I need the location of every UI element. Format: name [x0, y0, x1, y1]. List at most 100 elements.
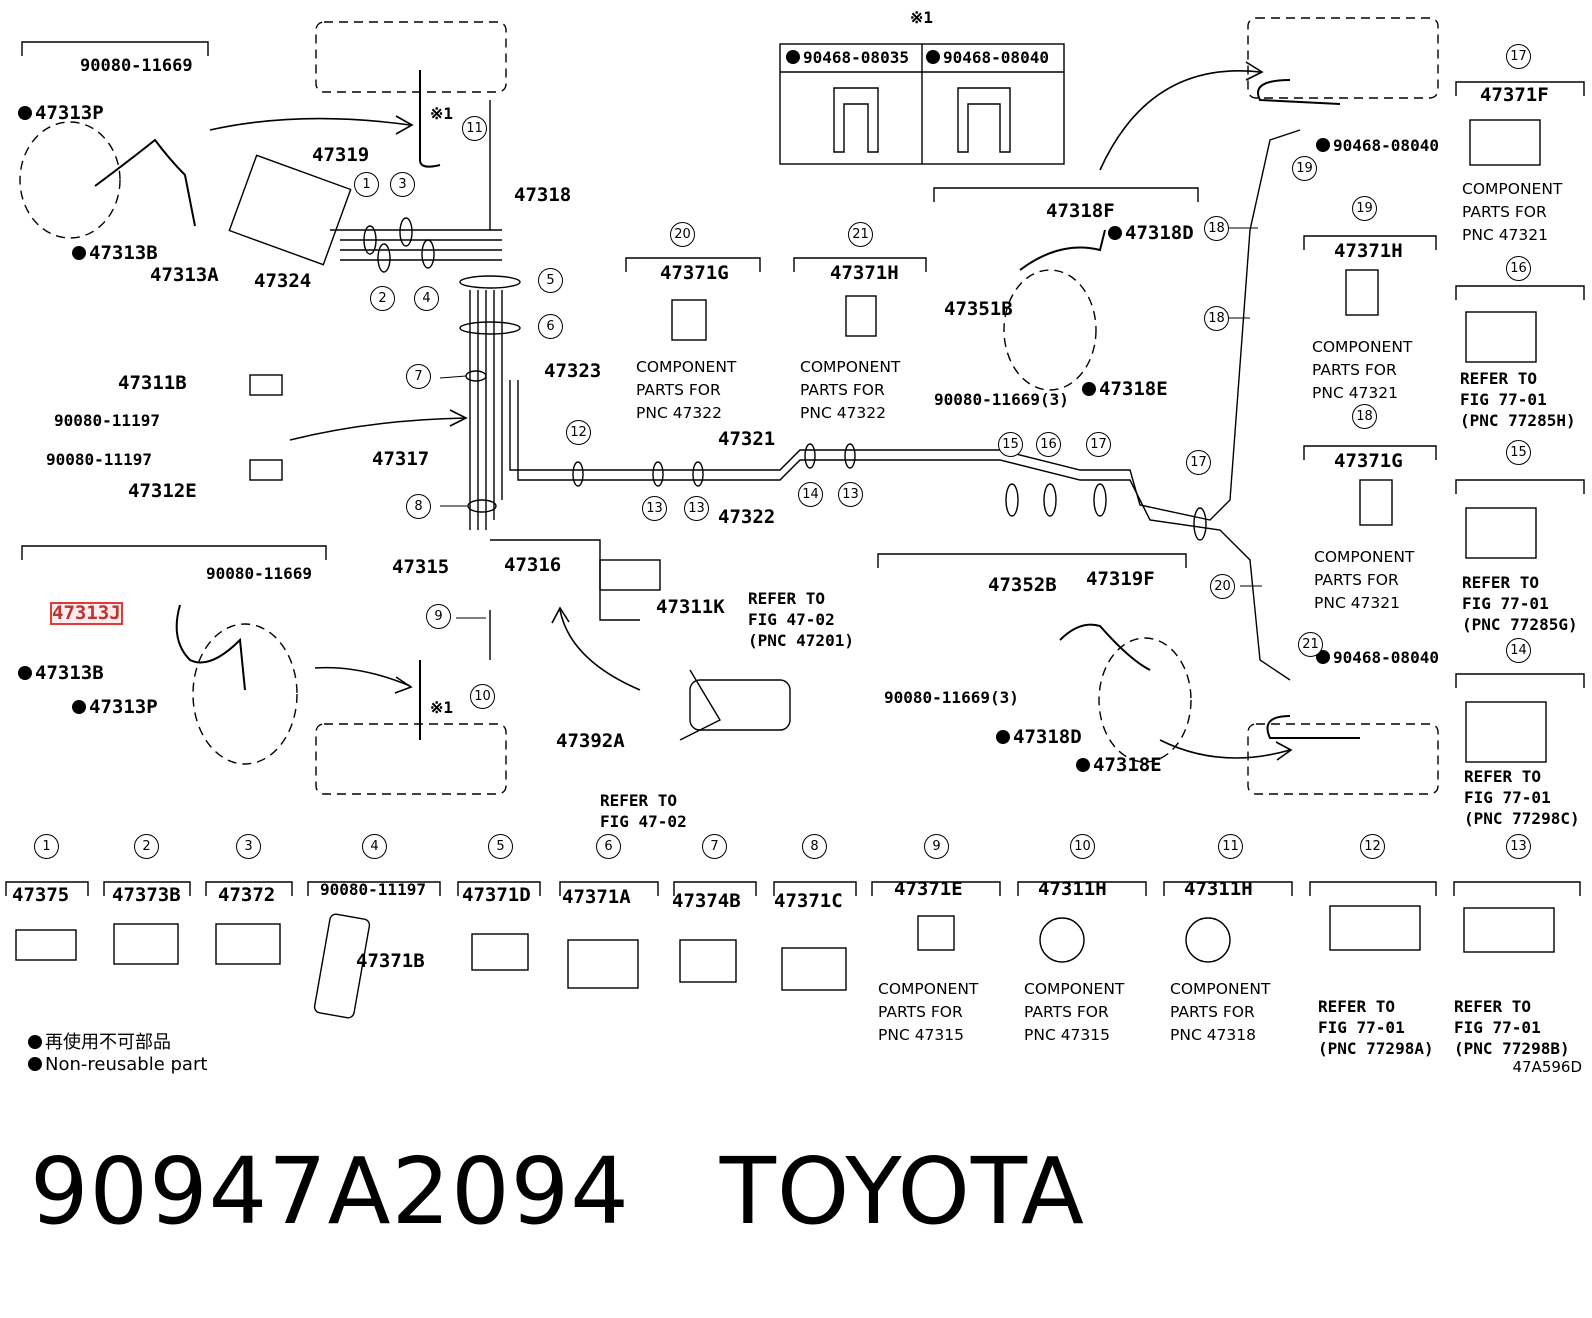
callout-47322: 47322	[718, 506, 776, 528]
note-47371G: COMPONENT PARTS FOR PNC 47322	[636, 358, 737, 422]
circle-17-b: 17	[1186, 450, 1211, 475]
circle-1-b: 1	[34, 834, 59, 859]
circle-1: 1	[354, 172, 379, 197]
callout-47371H-b: 47371H	[1334, 240, 1403, 262]
callout-90080-11669-3-b: 90080-11669(3)	[884, 688, 1019, 707]
callout-47313P: 47313P	[18, 104, 104, 123]
callout-47371C: 47371C	[774, 890, 843, 912]
circle-11-b: 11	[1218, 834, 1243, 859]
callout-90468-08040-b: 90468-08040	[1316, 138, 1439, 154]
callout-47321: 47321	[718, 428, 776, 450]
parts-diagram	[5, 17, 1585, 1019]
callout-47318E-b: 47318E	[1076, 756, 1162, 775]
circle-4-b: 4	[362, 834, 387, 859]
callout-47371D: 47371D	[462, 884, 531, 906]
callout-90468-08035: 90468-08035	[786, 50, 909, 66]
callout-47317: 47317	[372, 448, 430, 470]
circle-13-a: 13	[642, 496, 667, 521]
callout-47312E: 47312E	[128, 480, 197, 502]
refer-77285G: REFER TO FIG 77-01 (PNC 77285G)	[1462, 573, 1578, 634]
refer-77298C: REFER TO FIG 77-01 (PNC 77298C)	[1464, 767, 1580, 828]
refer-77298B: REFER TO FIG 77-01 (PNC 77298B)	[1454, 997, 1570, 1058]
callout-47318D: 47318D	[1108, 224, 1194, 243]
legend-en: Non-reusable part	[28, 1054, 207, 1075]
callout-47318F: 47318F	[1046, 200, 1115, 222]
group-brackets	[5, 41, 1585, 896]
callout-90080-11197-a: 90080-11197	[54, 411, 160, 430]
callout-note-1-a: ※1	[430, 104, 454, 123]
callout-90080-11197-c: 90080-11197	[320, 880, 426, 899]
callout-47371F: 47371F	[1480, 84, 1549, 106]
callout-47313A: 47313A	[150, 264, 219, 286]
callout-47371E: 47371E	[894, 878, 963, 900]
callout-90468-08040-c: 90468-08040	[1316, 650, 1439, 666]
note-47311H-b: COMPONENT PARTS FOR PNC 47318	[1170, 980, 1271, 1044]
circle-10-b: 10	[1070, 834, 1095, 859]
circle-16-b: 16	[1506, 256, 1531, 281]
brand-name: TOYOTA	[719, 1138, 1085, 1245]
callout-47371H: 47371H	[830, 262, 899, 284]
callout-90468-08040-a: 90468-08040	[926, 50, 1049, 66]
circle-21: 21	[848, 222, 873, 247]
circle-10: 10	[470, 684, 495, 709]
circle-15-b: 15	[1506, 440, 1531, 465]
circle-13-d: 13	[1506, 834, 1531, 859]
clip-ovals	[363, 217, 1207, 541]
callout-47319F: 47319F	[1086, 568, 1155, 590]
circle-3: 3	[390, 172, 415, 197]
refer-77285H: REFER TO FIG 77-01 (PNC 77285H)	[1460, 369, 1576, 430]
callout-47319: 47319	[312, 144, 370, 166]
callout-47372: 47372	[218, 884, 276, 906]
callout-90080-11669: 90080-11669	[80, 56, 193, 76]
circle-12: 12	[566, 420, 591, 445]
callout-47371G: 47371G	[660, 262, 729, 284]
circle-7-b: 7	[702, 834, 727, 859]
note-47371H-b: COMPONENT PARTS FOR PNC 47321	[1312, 338, 1413, 402]
page-title: 90947A2094 TOYOTA	[30, 1138, 1085, 1245]
callout-47324: 47324	[254, 270, 312, 292]
arrows	[209, 61, 1293, 761]
note-47371F: COMPONENT PARTS FOR PNC 47321	[1462, 180, 1563, 244]
callout-47371G-b: 47371G	[1334, 450, 1403, 472]
circle-12-b: 12	[1360, 834, 1385, 859]
circle-5-b: 5	[488, 834, 513, 859]
callout-47311H-b: 47311H	[1184, 878, 1253, 900]
circle-20: 20	[670, 222, 695, 247]
legend-jp: 再使用不可部品	[28, 1028, 171, 1054]
part-number: 90947A2094	[30, 1138, 630, 1245]
callout-47375: 47375	[12, 884, 70, 906]
callout-47351B: 47351B	[944, 298, 1013, 320]
circle-14: 14	[798, 482, 823, 507]
callout-47316: 47316	[504, 554, 562, 576]
callout-47313J[interactable]: 47313J	[50, 602, 123, 625]
note-47311H-a: COMPONENT PARTS FOR PNC 47315	[1024, 980, 1125, 1044]
circle-8: 8	[406, 494, 431, 519]
callout-47311B: 47311B	[118, 372, 187, 394]
callout-47318D-b: 47318D	[996, 728, 1082, 747]
circle-18-a: 18	[1204, 216, 1229, 241]
circle-3-b: 3	[236, 834, 261, 859]
callout-47315: 47315	[392, 556, 450, 578]
circle-11: 11	[462, 116, 487, 141]
circle-6: 6	[538, 314, 563, 339]
callout-note-1-b: ※1	[430, 698, 454, 717]
refer-77298A: REFER TO FIG 77-01 (PNC 77298A)	[1318, 997, 1434, 1058]
callout-47323: 47323	[544, 360, 602, 382]
callout-note-1-top: ※1	[910, 8, 934, 27]
circle-20-b: 20	[1210, 574, 1235, 599]
circle-18-c: 18	[1352, 404, 1377, 429]
circle-19-b: 19	[1352, 196, 1377, 221]
circle-19: 19	[1292, 156, 1317, 181]
circle-15: 15	[998, 432, 1023, 457]
callout-47318E: 47318E	[1082, 380, 1168, 399]
circle-8-b: 8	[802, 834, 827, 859]
circle-13-c: 13	[838, 482, 863, 507]
callout-47373B: 47373B	[112, 884, 181, 906]
callout-47371B: 47371B	[356, 950, 425, 972]
circle-14-b: 14	[1506, 638, 1531, 663]
clip-box	[779, 43, 1065, 165]
callout-47311H-a: 47311H	[1038, 878, 1107, 900]
circle-5: 5	[538, 268, 563, 293]
circle-17-a: 17	[1086, 432, 1111, 457]
callout-47311K: 47311K	[656, 596, 725, 618]
